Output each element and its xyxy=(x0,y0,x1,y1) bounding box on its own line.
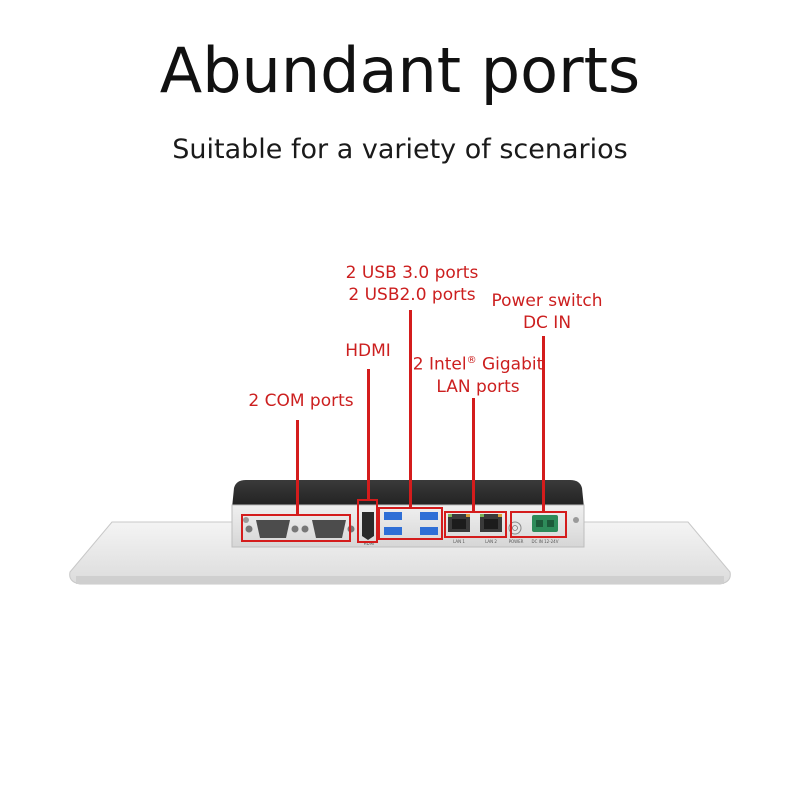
usb-callout: 2 USB 3.0 ports 2 USB2.0 ports xyxy=(312,262,512,306)
panel-label-lan2: LAN 2 xyxy=(485,539,497,544)
panel-label-lan1: LAN 1 xyxy=(453,539,465,544)
com-ports-highlight xyxy=(241,514,351,542)
power-callout-line2: DC IN xyxy=(522,313,572,333)
panel-label-power: POWER xyxy=(508,539,524,544)
lan-callout-line2: LAN ports xyxy=(436,376,520,397)
hdmi-leader-line xyxy=(367,369,370,501)
com-port-1 xyxy=(245,520,299,538)
lan-ports-highlight xyxy=(444,511,507,538)
hdmi-highlight xyxy=(357,499,378,543)
power-dcin-highlight xyxy=(510,511,567,538)
usb-ports-highlight xyxy=(378,507,443,540)
hdmi-callout-line1: HDMI xyxy=(345,341,391,361)
com-callout-line1: 2 COM ports xyxy=(248,391,354,411)
page-subtitle: Suitable for a variety of scenarios xyxy=(172,134,628,165)
hdmi-callout: HDMI xyxy=(328,340,408,362)
com-callout: 2 COM ports xyxy=(226,390,376,412)
usb-callout-line2: 2 USB2.0 ports xyxy=(348,285,476,305)
usb-callout-line1: 2 USB 3.0 ports xyxy=(345,263,479,283)
lan-callout: 2 Intel® Gigabit LAN ports xyxy=(398,350,558,398)
com-leader-line xyxy=(296,420,299,516)
lan-leader-line xyxy=(472,398,475,513)
page-title: Abundant ports xyxy=(159,34,641,107)
power-leader-line xyxy=(542,336,545,513)
lan-callout-line1: 2 Intel® Gigabit xyxy=(412,354,544,375)
panel-label-dcin: DC IN 12-24V xyxy=(531,539,559,544)
power-callout-line1: Power switch xyxy=(491,291,603,311)
panel-label-hdmi: HDMI xyxy=(363,541,375,546)
usb-leader-line xyxy=(409,310,412,509)
power-callout: Power switch DC IN xyxy=(472,290,622,334)
